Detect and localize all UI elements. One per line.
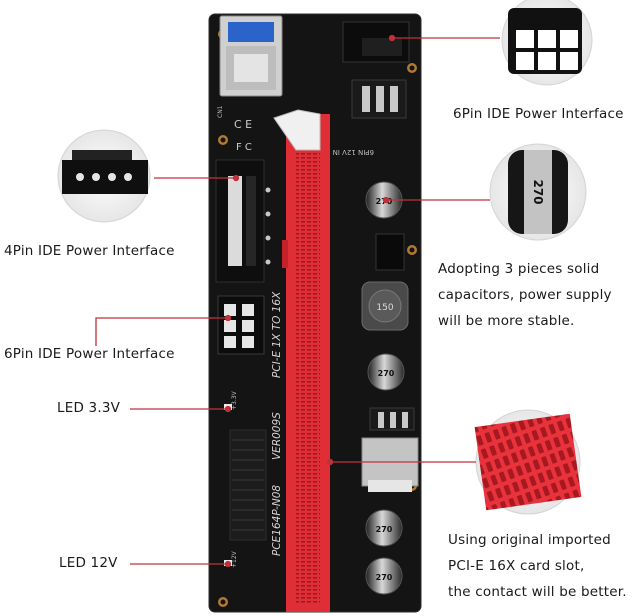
svg-text:270: 270 <box>376 573 393 582</box>
silk-model: PCE164P-N08 <box>271 485 283 556</box>
zoom-slot <box>474 409 582 515</box>
slot-desc-line: PCI-E 16X card slot, <box>448 558 585 574</box>
svg-text:F C: F C <box>236 142 252 153</box>
svg-text:+3.3V: +3.3V <box>231 390 238 410</box>
svg-text:+12V: +12V <box>231 550 238 568</box>
label-led-12: LED 12V <box>59 555 118 571</box>
board-four-pin <box>215 159 271 283</box>
svg-text:150: 150 <box>376 303 393 313</box>
cn1-mark: CN1 <box>217 105 224 118</box>
callout-lines <box>95 34 500 568</box>
pcie-slot <box>273 109 330 612</box>
board-six-pin-left <box>217 295 265 355</box>
svg-text:6PIN 12V IN: 6PIN 12V IN <box>333 148 374 156</box>
capacitors-desc-line: will be more stable. <box>438 313 575 329</box>
capacitors-desc-line: capacitors, power supply <box>438 287 612 303</box>
label-six-pin-top: 6Pin IDE Power Interface <box>453 106 624 122</box>
label-six-pin-left: 6Pin IDE Power Interface <box>4 346 175 362</box>
svg-text:270: 270 <box>531 179 545 204</box>
capacitors-description: Adopting 3 pieces solid capacitors, powe… <box>438 256 612 334</box>
zoom-four-pin <box>57 129 151 223</box>
label-led-33: LED 3.3V <box>57 400 121 416</box>
slot-description: Using original imported PCI-E 16X card s… <box>448 527 627 605</box>
board-six-pin-top: 6PIN 12V IN <box>333 21 410 156</box>
usb-port <box>219 15 283 97</box>
capacitors-desc-line: Adopting 3 pieces solid <box>438 261 600 277</box>
svg-text:270: 270 <box>378 369 395 378</box>
svg-text:270: 270 <box>376 525 393 534</box>
slot-desc-line: Using original imported <box>448 532 611 548</box>
silk-version: VER009S <box>271 412 283 460</box>
silk-slot-text: PCI-E 1X TO 16X <box>271 291 283 378</box>
slot-desc-line: the contact will be better. <box>448 584 627 600</box>
label-four-pin: 4Pin IDE Power Interface <box>4 243 175 259</box>
svg-text:C E: C E <box>234 118 252 131</box>
zoom-six-pin-top <box>501 0 593 86</box>
zoom-capacitor: 270 <box>489 143 587 241</box>
